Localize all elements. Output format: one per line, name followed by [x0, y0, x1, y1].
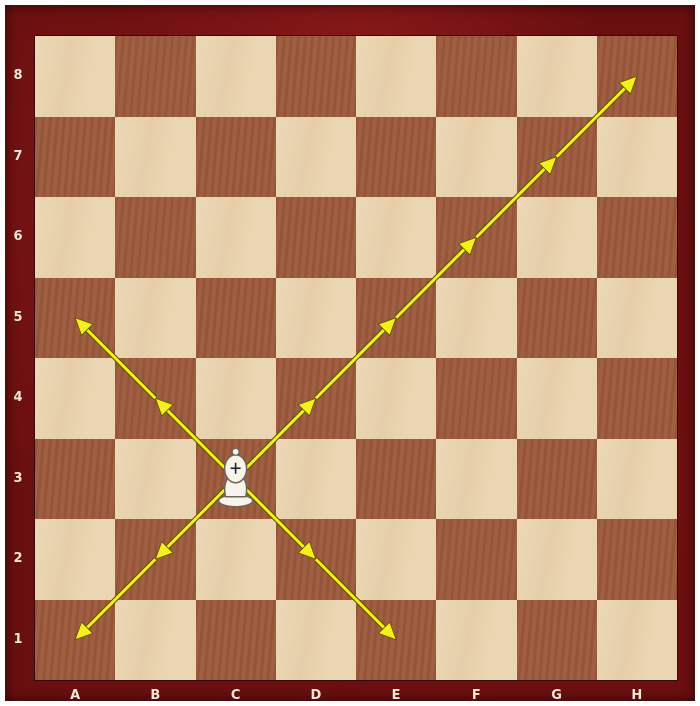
- file-label: H: [627, 688, 647, 703]
- square-a1[interactable]: [35, 600, 115, 681]
- square-b8[interactable]: [115, 36, 195, 117]
- file-label: F: [466, 688, 486, 703]
- square-h8[interactable]: [597, 36, 677, 117]
- square-h1[interactable]: [597, 600, 677, 681]
- square-c4[interactable]: [196, 358, 276, 439]
- square-f6[interactable]: [436, 197, 516, 278]
- rank-label: 7: [8, 149, 28, 164]
- rank-label: 4: [8, 390, 28, 405]
- square-b5[interactable]: [115, 278, 195, 359]
- square-g4[interactable]: [517, 358, 597, 439]
- rank-label: 2: [8, 551, 28, 566]
- square-a8[interactable]: [35, 36, 115, 117]
- square-e8[interactable]: [356, 36, 436, 117]
- rank-label: 6: [8, 229, 28, 244]
- rank-label: 8: [8, 68, 28, 83]
- square-h2[interactable]: [597, 519, 677, 600]
- square-d1[interactable]: [276, 600, 356, 681]
- square-f1[interactable]: [436, 600, 516, 681]
- square-e5[interactable]: [356, 278, 436, 359]
- square-g6[interactable]: [517, 197, 597, 278]
- square-b1[interactable]: [115, 600, 195, 681]
- square-b6[interactable]: [115, 197, 195, 278]
- square-f3[interactable]: [436, 439, 516, 520]
- square-b2[interactable]: [115, 519, 195, 600]
- square-b7[interactable]: [115, 117, 195, 198]
- square-a2[interactable]: [35, 519, 115, 600]
- square-g5[interactable]: [517, 278, 597, 359]
- square-e1[interactable]: [356, 600, 436, 681]
- file-label: B: [145, 688, 165, 703]
- square-c2[interactable]: [196, 519, 276, 600]
- square-g2[interactable]: [517, 519, 597, 600]
- square-f8[interactable]: [436, 36, 516, 117]
- square-g8[interactable]: [517, 36, 597, 117]
- square-b4[interactable]: [115, 358, 195, 439]
- square-d2[interactable]: [276, 519, 356, 600]
- square-e3[interactable]: [356, 439, 436, 520]
- square-h4[interactable]: [597, 358, 677, 439]
- square-f5[interactable]: [436, 278, 516, 359]
- file-label: C: [226, 688, 246, 703]
- square-h6[interactable]: [597, 197, 677, 278]
- square-f7[interactable]: [436, 117, 516, 198]
- square-c5[interactable]: [196, 278, 276, 359]
- square-c1[interactable]: [196, 600, 276, 681]
- square-b3[interactable]: [115, 439, 195, 520]
- square-e7[interactable]: [356, 117, 436, 198]
- file-label: E: [386, 688, 406, 703]
- square-c6[interactable]: [196, 197, 276, 278]
- square-a3[interactable]: [35, 439, 115, 520]
- square-g7[interactable]: [517, 117, 597, 198]
- square-c3[interactable]: [196, 439, 276, 520]
- rank-label: 1: [8, 632, 28, 647]
- square-c7[interactable]: [196, 117, 276, 198]
- square-d4[interactable]: [276, 358, 356, 439]
- square-c8[interactable]: [196, 36, 276, 117]
- square-e6[interactable]: [356, 197, 436, 278]
- square-a4[interactable]: [35, 358, 115, 439]
- file-label: A: [65, 688, 85, 703]
- square-g1[interactable]: [517, 600, 597, 681]
- square-h7[interactable]: [597, 117, 677, 198]
- file-label: G: [547, 688, 567, 703]
- square-e4[interactable]: [356, 358, 436, 439]
- square-d6[interactable]: [276, 197, 356, 278]
- square-a5[interactable]: [35, 278, 115, 359]
- rank-label: 5: [8, 310, 28, 325]
- square-a7[interactable]: [35, 117, 115, 198]
- square-d8[interactable]: [276, 36, 356, 117]
- file-label: D: [306, 688, 326, 703]
- square-h3[interactable]: [597, 439, 677, 520]
- square-f4[interactable]: [436, 358, 516, 439]
- square-d5[interactable]: [276, 278, 356, 359]
- rank-label: 3: [8, 471, 28, 486]
- square-h5[interactable]: [597, 278, 677, 359]
- square-f2[interactable]: [436, 519, 516, 600]
- square-e2[interactable]: [356, 519, 436, 600]
- square-a6[interactable]: [35, 197, 115, 278]
- square-d3[interactable]: [276, 439, 356, 520]
- square-d7[interactable]: [276, 117, 356, 198]
- square-g3[interactable]: [517, 439, 597, 520]
- chess-board: [35, 36, 677, 680]
